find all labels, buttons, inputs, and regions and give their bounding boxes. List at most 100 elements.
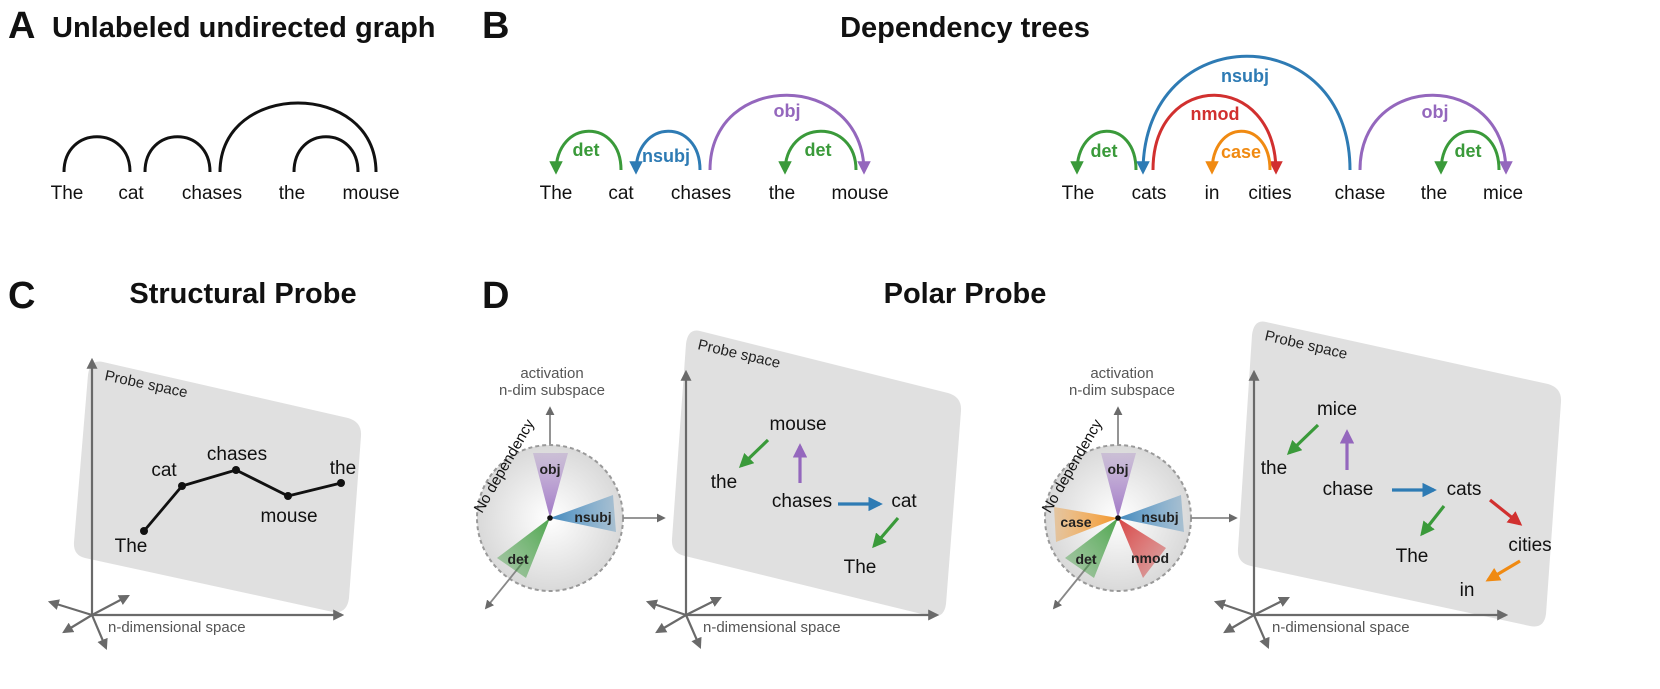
word-b2-cats: cats xyxy=(1132,183,1167,204)
word-b2-mice: mice xyxy=(1483,183,1523,204)
sector-case-right xyxy=(1054,507,1118,542)
sector-label-obj-right: obj xyxy=(1108,461,1129,477)
word-c-the: The xyxy=(115,536,148,557)
label-det-2: det xyxy=(1091,141,1118,161)
word-dl-the: the xyxy=(711,472,737,493)
axis-dl-a xyxy=(645,599,687,617)
arc-nmod-2 xyxy=(1151,93,1283,175)
disc-center-left xyxy=(547,515,553,521)
sector-label-det-right: det xyxy=(1076,551,1097,567)
label-det-1b: det xyxy=(805,140,832,160)
panel-a-title: Unlabeled undirected graph xyxy=(52,12,436,44)
node-the xyxy=(140,527,148,535)
axis-dr-a xyxy=(1213,599,1255,617)
arc-obj-1 xyxy=(708,93,871,175)
axis-dr-b xyxy=(1253,597,1290,616)
probe-space-right: Probe space n-dimensional space mice the xyxy=(1213,321,1562,650)
word-b2-the-2: the xyxy=(1421,183,1447,204)
panel-letter-b: B xyxy=(482,5,509,47)
arrow-mouse-the xyxy=(738,438,770,468)
panel-b: B Dependency trees det nsubj obj det The… xyxy=(482,5,1523,204)
probe-plane-c xyxy=(73,361,362,613)
panel-letter-c: C xyxy=(8,275,35,317)
panel-letter-a: A xyxy=(8,5,35,47)
word-b1-mouse: mouse xyxy=(831,183,888,204)
polar-arrows-left xyxy=(738,438,900,549)
arc-chases-mouse xyxy=(218,101,378,173)
arc-cat-chases xyxy=(143,135,212,173)
probe-space-left: Probe space n-dimensional space mouse th… xyxy=(645,330,962,650)
sector-obj-right xyxy=(1101,453,1136,518)
panel-d-title: Polar Probe xyxy=(884,278,1047,310)
arc-the-cat xyxy=(62,135,132,173)
arc-nsubj-2 xyxy=(1136,54,1352,175)
sector-nsubj-left xyxy=(550,495,616,532)
word-dl-The: The xyxy=(844,557,877,578)
axis-c-a xyxy=(47,599,93,617)
word-a-the-2: the xyxy=(279,183,305,204)
sector-label-nsubj-left: nsubj xyxy=(574,509,611,525)
space-label-d-right: n-dimensional space xyxy=(1272,619,1410,636)
polar-arrows-right xyxy=(1286,423,1523,582)
word-b2-the: The xyxy=(1062,183,1095,204)
arc-det-1 xyxy=(549,129,623,175)
word-b1-the-2: the xyxy=(769,183,795,204)
axis-dr-d xyxy=(1252,614,1270,650)
space-label-c: n-dimensional space xyxy=(108,619,246,636)
axis-c-b xyxy=(91,594,130,616)
label-det-2b: det xyxy=(1455,141,1482,161)
arrow-mice-the xyxy=(1286,423,1320,456)
axis-dr-c xyxy=(1223,614,1255,634)
word-dr-the: the xyxy=(1261,458,1287,479)
sector-label-det-left: det xyxy=(508,551,529,567)
word-a-cat: cat xyxy=(118,183,144,204)
word-b2-in: in xyxy=(1205,183,1220,204)
word-dr-cities: cities xyxy=(1508,535,1551,556)
word-c-cat: cat xyxy=(151,460,177,481)
word-dr-mice: mice xyxy=(1317,399,1357,420)
sector-obj-left xyxy=(533,453,568,518)
label-nsubj-2: nsubj xyxy=(1221,66,1269,86)
arc-det-1b xyxy=(778,129,858,175)
dependency-tree-1 xyxy=(549,93,871,175)
word-dr-chase: chase xyxy=(1323,479,1374,500)
disc-center-right xyxy=(1115,515,1121,521)
undirected-arcs xyxy=(62,101,378,173)
word-a-the: The xyxy=(51,183,84,204)
axes-d-left xyxy=(645,369,940,650)
space-label-d-left: n-dimensional space xyxy=(703,619,841,636)
sector-nsubj-right xyxy=(1118,495,1184,532)
panel-b-title: Dependency trees xyxy=(840,12,1090,44)
axis-dl-b xyxy=(685,597,722,616)
axis-dl-c xyxy=(655,614,687,634)
activation-sublabel-left: n-dim subspace xyxy=(499,382,605,399)
panel-d: D Polar Probe activation n-dim subspace … xyxy=(471,275,1562,650)
arc-det-2b xyxy=(1434,129,1501,175)
word-dr-cats: cats xyxy=(1447,479,1482,500)
arc-obj-2 xyxy=(1358,93,1513,175)
axis-dl-d xyxy=(684,614,702,650)
panel-a: A Unlabeled undirected graph The cat cha… xyxy=(8,5,436,204)
sector-label-case-right: case xyxy=(1060,514,1091,530)
sector-label-nsubj-right: nsubj xyxy=(1141,509,1178,525)
activation-sublabel-right: n-dim subspace xyxy=(1069,382,1175,399)
node-chases xyxy=(232,466,240,474)
arc-det-2 xyxy=(1070,129,1138,175)
arc-the-mouse xyxy=(292,135,360,173)
sector-nmod-right xyxy=(1118,518,1166,578)
activation-disc-left: activation n-dim subspace obj nsubj det … xyxy=(471,365,666,610)
axes-c xyxy=(47,357,345,651)
probe-plane-d-left xyxy=(671,330,962,617)
node-cat xyxy=(178,482,186,490)
word-c-mouse: mouse xyxy=(260,506,317,527)
word-b2-chase: chase xyxy=(1335,183,1386,204)
label-case-2: case xyxy=(1221,142,1261,162)
word-dl-mouse: mouse xyxy=(769,414,826,435)
label-det-1: det xyxy=(573,140,600,160)
label-obj-1: obj xyxy=(774,101,801,121)
probe-plane-d-right xyxy=(1237,321,1562,627)
word-b1-cat: cat xyxy=(608,183,634,204)
arrow-cat-the xyxy=(872,516,900,549)
word-c-chases: chases xyxy=(207,444,267,465)
